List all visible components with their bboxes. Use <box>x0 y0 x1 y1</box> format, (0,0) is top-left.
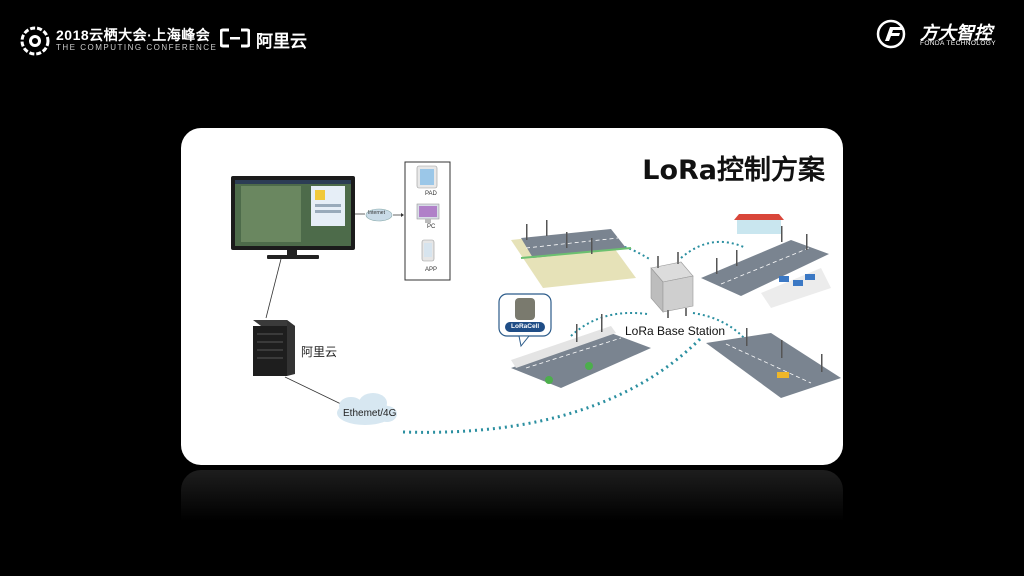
aliyun-logo-text: 阿里云 <box>256 32 307 51</box>
internet-cloud-icon <box>365 208 393 222</box>
conference-title: 2018云栖大会·上海峰会 <box>56 27 211 43</box>
road-bottom-right <box>706 333 841 398</box>
lora-cell-label: LoRaCell <box>511 323 540 330</box>
aliyun-logo-icon <box>220 28 250 48</box>
road-top-left <box>511 229 636 288</box>
slide-title: LoRa控制方案 <box>642 155 825 186</box>
slide-reflection <box>181 470 843 530</box>
slide-card: LoRa控制方案 <box>181 128 843 465</box>
device-label-pad: PAD <box>425 191 437 197</box>
network-diagram <box>231 161 841 434</box>
cloud-label: 阿里云 <box>301 345 338 359</box>
devices-box <box>404 161 451 281</box>
device-label-pc: PC <box>427 224 436 230</box>
road-top-right <box>701 214 831 308</box>
device-label-app: APP <box>425 267 438 273</box>
conference-subtitle: THE COMPUTING CONFERENCE <box>56 43 218 52</box>
road-bottom-left <box>511 326 651 388</box>
lora-cell-callout <box>498 293 552 348</box>
company-subtitle: FONDA TECHNOLOGY <box>920 40 996 47</box>
fonda-logo-icon <box>876 19 906 49</box>
streetlight-icons <box>526 220 823 372</box>
conference-logo-icon <box>20 26 50 56</box>
base-station-label: LoRa Base Station <box>625 324 726 338</box>
company-name: 方大智控 <box>920 23 992 43</box>
monitor-icon <box>231 176 355 259</box>
network-cloud-icon <box>337 393 397 425</box>
internet-label: Internet <box>368 210 385 216</box>
base-station-icon <box>650 252 694 318</box>
network-label: Ethemet/4G <box>343 408 397 419</box>
server-icon <box>253 320 295 376</box>
